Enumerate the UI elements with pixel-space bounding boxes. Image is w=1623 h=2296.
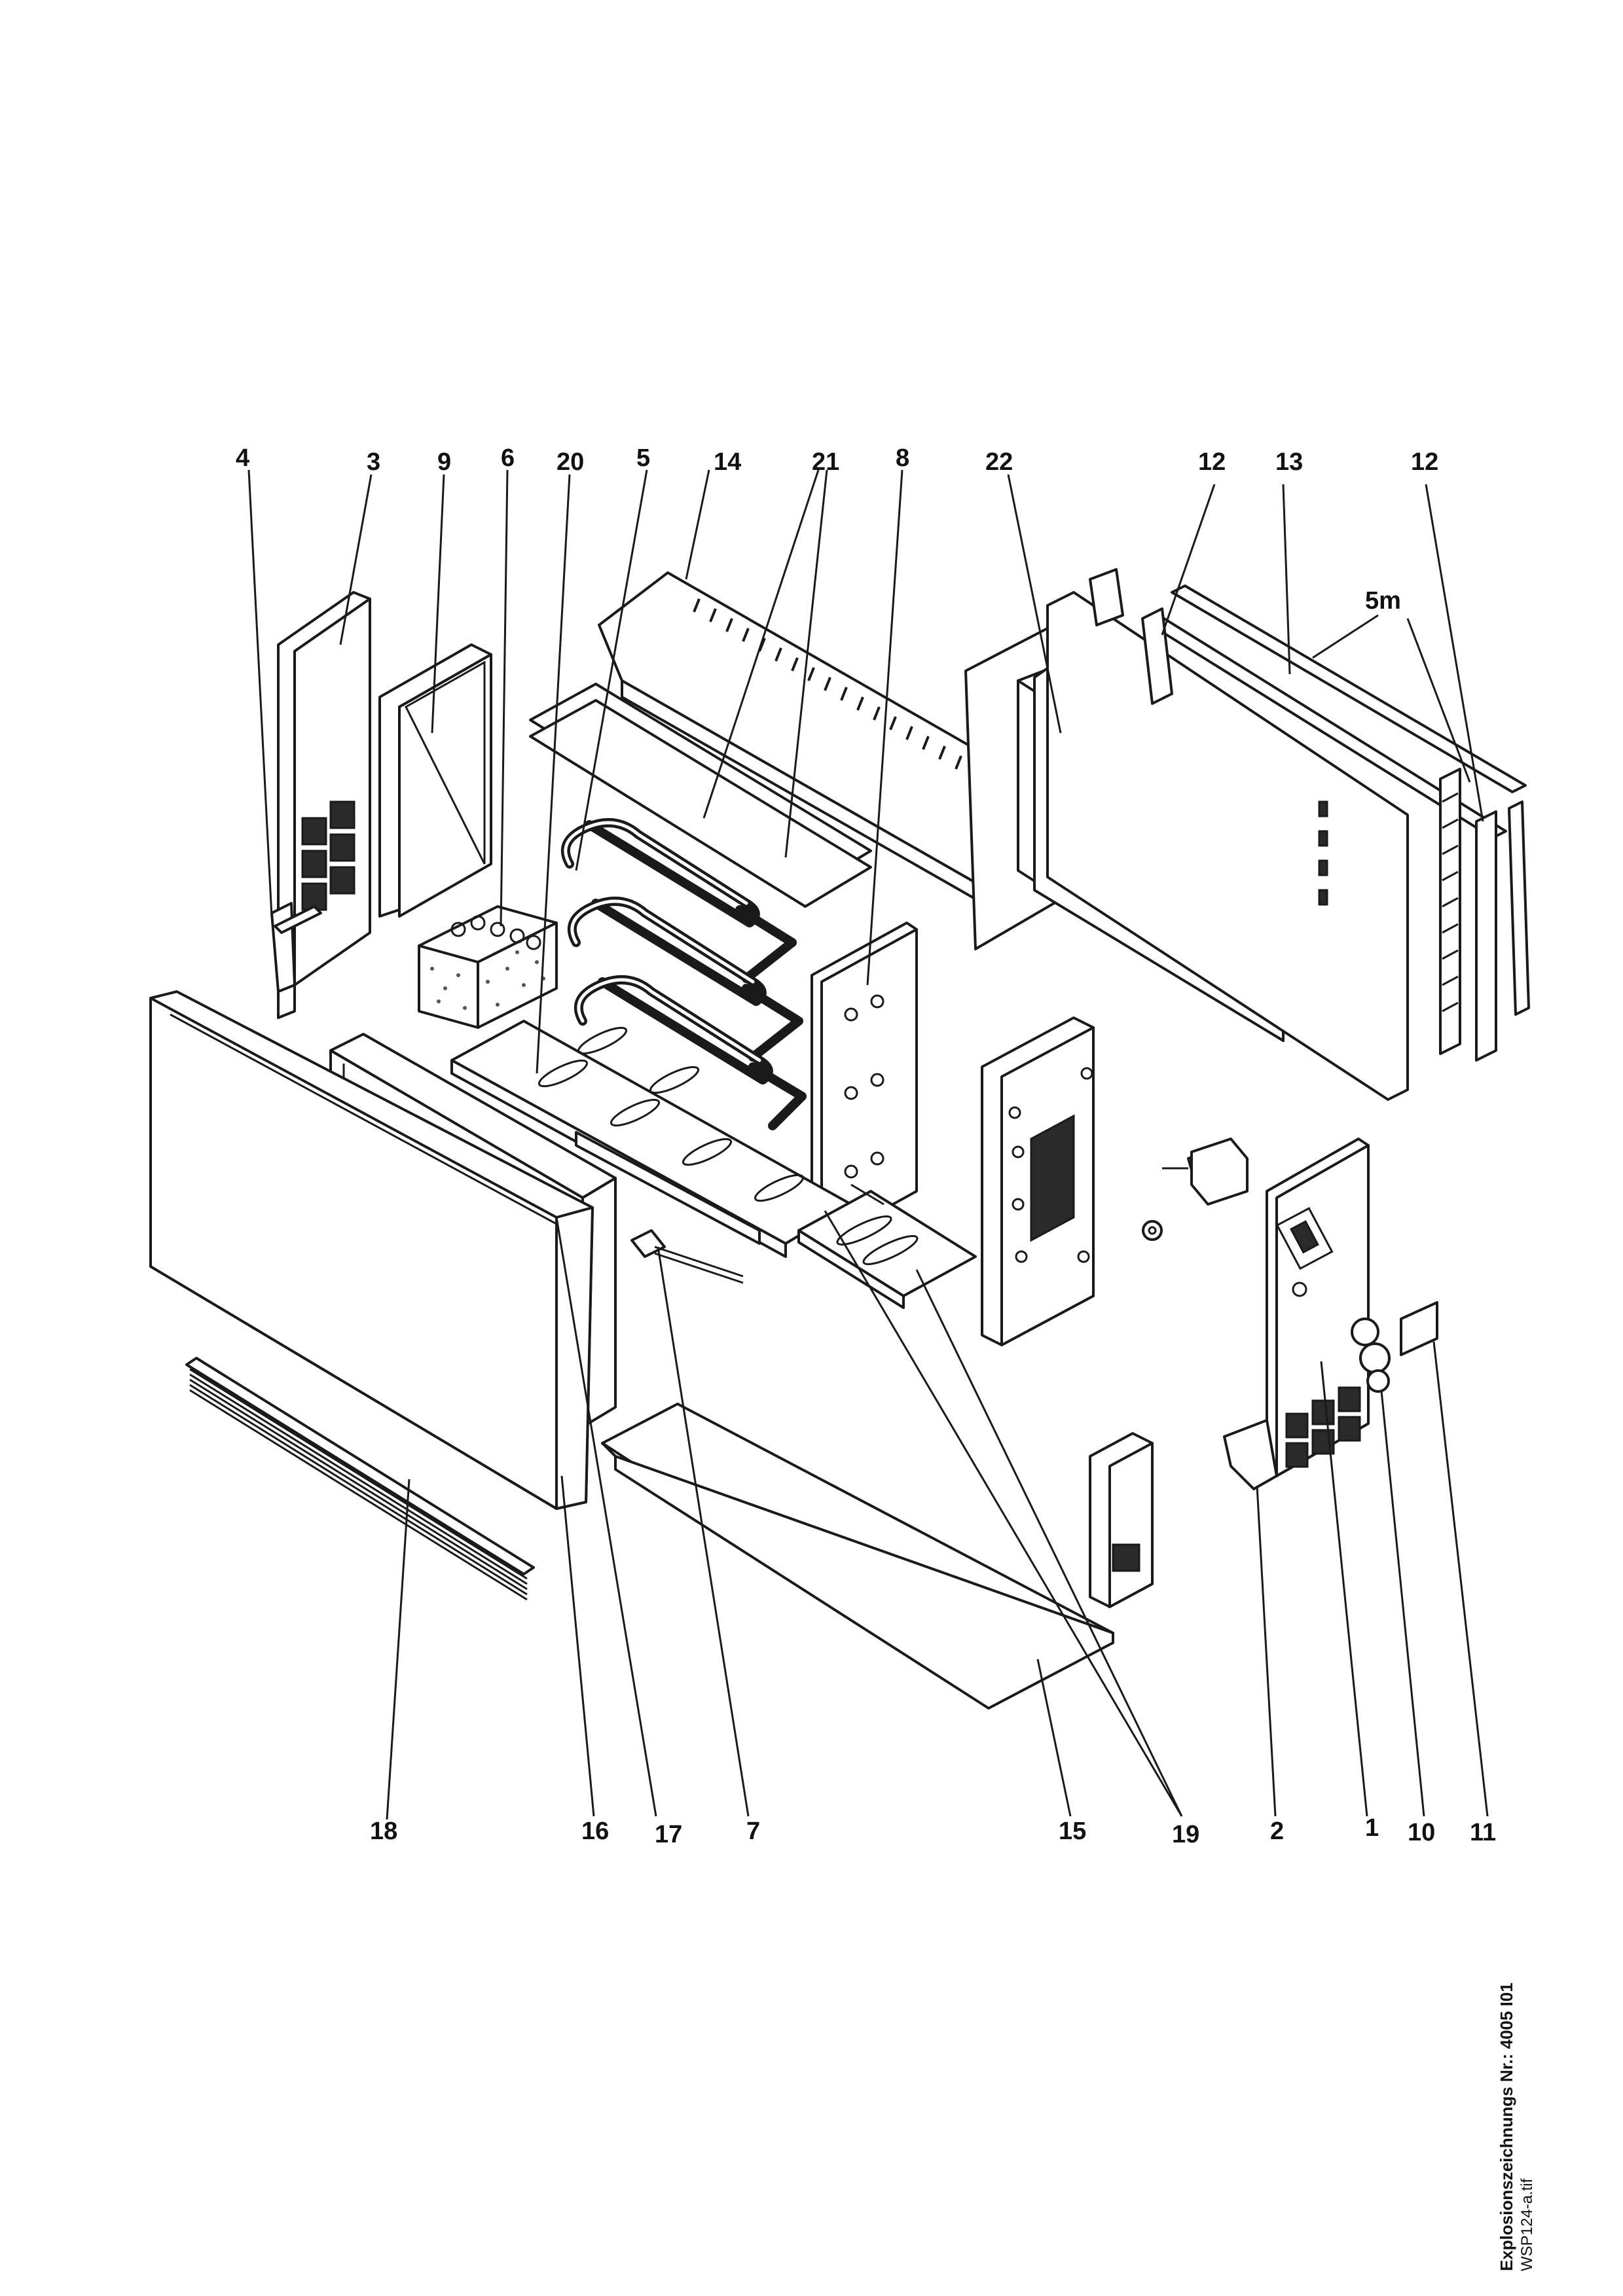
callout-13: 13 (1275, 448, 1303, 476)
callout-3: 3 (367, 448, 380, 476)
part-12-left-clip (1089, 568, 1173, 705)
callout-4: 4 (236, 444, 249, 472)
callout-11: 11 (1470, 1819, 1496, 1846)
drawing-number: Explosionszeichnungs Nr.: 4005 I01 (1497, 1982, 1516, 2271)
callout-18: 18 (370, 1818, 397, 1845)
callout-labels: 4 3 9 6 20 5 14 21 8 22 12 13 12 5m 18 1… (236, 444, 1496, 1848)
small-thermostat (1142, 1220, 1163, 1241)
part-1-right-side-panel (1266, 1138, 1370, 1477)
callout-2: 2 (1270, 1818, 1284, 1845)
callout-20: 20 (556, 448, 584, 476)
callout-17: 17 (655, 1821, 682, 1848)
callout-5: 5 (636, 444, 650, 472)
callout-12-top-right: 12 (1411, 448, 1438, 476)
callout-15: 15 (1059, 1818, 1086, 1845)
drawing-caption: Explosionszeichnungs Nr.: 4005 I01 WSP12… (1496, 1982, 1537, 2271)
callout-6: 6 (501, 444, 515, 472)
callout-16: 16 (581, 1818, 609, 1845)
part-16-front-cover (149, 990, 594, 1510)
part-5-heating-elements (560, 818, 807, 1130)
relay-block (1089, 1432, 1154, 1608)
callout-5m: 5m (1365, 587, 1401, 615)
callout-21: 21 (812, 448, 839, 476)
callout-22: 22 (985, 448, 1013, 476)
callout-9: 9 (437, 448, 451, 476)
callout-12-top-left: 12 (1198, 448, 1226, 476)
leader-lines (247, 469, 1489, 1820)
callout-10: 10 (1408, 1819, 1435, 1846)
part-7-sensor-rod (630, 1229, 744, 1284)
callout-8: 8 (896, 444, 909, 472)
callout-14: 14 (714, 448, 741, 476)
part-19-slotted-plate (797, 1183, 977, 1309)
part-2-panel-bracket (1223, 1419, 1278, 1490)
file-name: WSP124-a.tif (1518, 2178, 1536, 2271)
part-15-bottom-tray (601, 1403, 1114, 1710)
part-22-back-panel (964, 591, 1409, 1101)
callout-7: 7 (746, 1818, 760, 1845)
part-10-knob (1351, 1318, 1391, 1374)
part-4-side-bracket (270, 902, 322, 993)
part-10-washer (1366, 1369, 1390, 1393)
part-12-right-clips (1439, 768, 1530, 1062)
part-11-cover-plate (1400, 1301, 1438, 1356)
callout-1: 1 (1365, 1814, 1379, 1842)
part-18-grille-strip (185, 1357, 535, 1601)
part-9-insulation-block (378, 643, 492, 918)
part-20-base-plate (450, 1020, 852, 1258)
callout-19: 19 (1172, 1821, 1199, 1848)
rotary-knob-assembly (1162, 1138, 1249, 1206)
part-6-storage-bricks (418, 905, 558, 1029)
control-circuit-board (981, 1016, 1095, 1346)
